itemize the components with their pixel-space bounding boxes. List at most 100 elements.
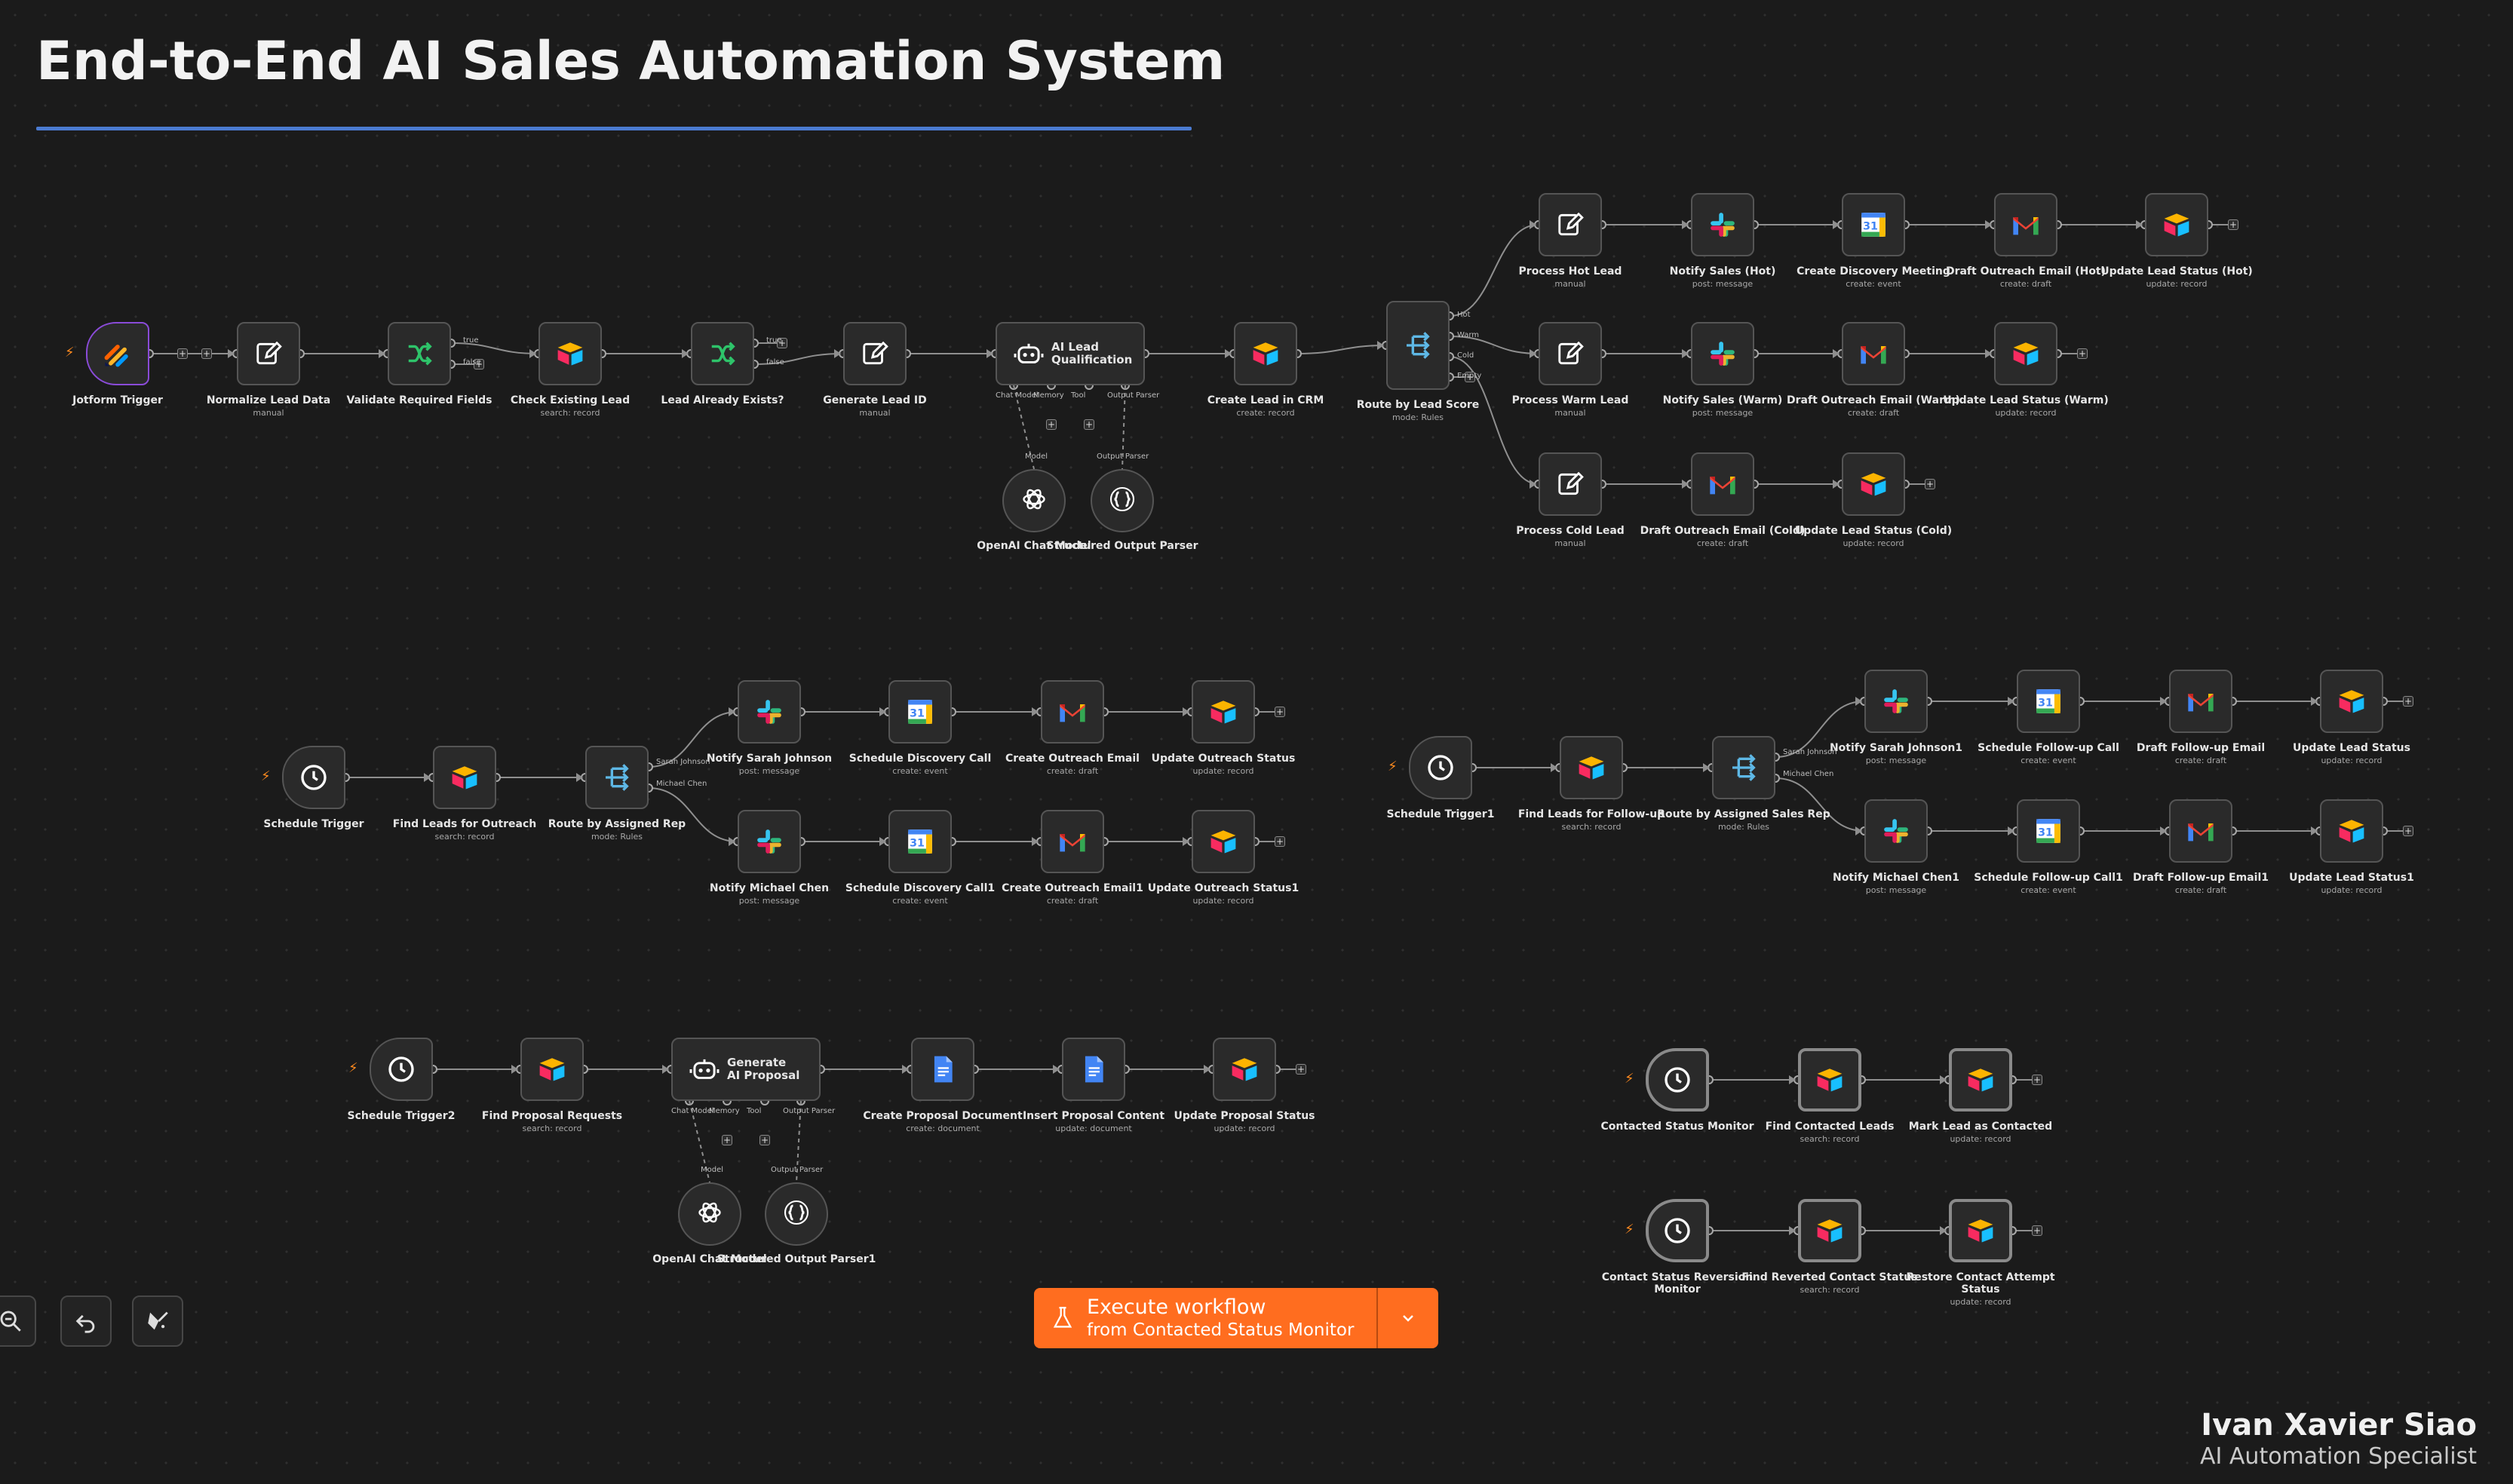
- add-node-button[interactable]: +: [1046, 419, 1057, 430]
- node-contactMon[interactable]: [1646, 1048, 1709, 1111]
- node-notMike[interactable]: [738, 810, 801, 873]
- node-markContacted[interactable]: [1949, 1048, 2012, 1111]
- node-notSarah[interactable]: [738, 680, 801, 744]
- tidy-up-button[interactable]: [132, 1295, 183, 1347]
- node-fuCall1[interactable]: 31: [2017, 799, 2080, 863]
- node-label-text: Notify Sales (Hot): [1669, 265, 1776, 277]
- node-parser2[interactable]: [765, 1182, 828, 1246]
- node-updLead1[interactable]: [2320, 799, 2383, 863]
- node-label: Lead Already Exists?: [632, 394, 813, 406]
- node-procCold[interactable]: [1539, 452, 1602, 516]
- node-findProp[interactable]: [520, 1038, 584, 1101]
- node-subtitle: create: record: [1236, 408, 1295, 418]
- connection: [450, 342, 539, 354]
- node-label-text: Schedule Trigger2: [347, 1110, 456, 1122]
- node-findContacted[interactable]: [1798, 1048, 1861, 1111]
- node-draftCold[interactable]: [1691, 452, 1754, 516]
- add-node-button[interactable]: +: [2077, 348, 2088, 359]
- node-restore[interactable]: [1949, 1199, 2012, 1262]
- add-node-button[interactable]: +: [777, 338, 787, 348]
- node-meeting[interactable]: 31: [1842, 193, 1905, 256]
- node-label-text: Process Cold Lead: [1516, 525, 1625, 537]
- trigger-bolt-icon: ⚡: [1625, 1071, 1634, 1087]
- node-createEmail[interactable]: [1041, 680, 1104, 744]
- node-notMike1[interactable]: [1864, 799, 1928, 863]
- add-node-button[interactable]: +: [2403, 826, 2413, 836]
- add-node-button[interactable]: +: [1925, 479, 1935, 489]
- node-updCold[interactable]: [1842, 452, 1905, 516]
- node-openai1[interactable]: [1002, 469, 1066, 532]
- node-findReverted[interactable]: [1798, 1199, 1861, 1262]
- node-draftHot[interactable]: [1994, 193, 2057, 256]
- add-node-button[interactable]: +: [1275, 707, 1285, 717]
- add-node-button[interactable]: +: [1296, 1064, 1306, 1075]
- node-label-text: Update Lead Status: [2293, 742, 2410, 754]
- add-node-button[interactable]: +: [1465, 372, 1475, 382]
- execute-dropdown[interactable]: [1376, 1288, 1438, 1348]
- execute-main[interactable]: Execute workflow from Contacted Status M…: [1034, 1288, 1376, 1348]
- node-exists[interactable]: [691, 322, 754, 385]
- node-jotform[interactable]: [86, 322, 149, 385]
- node-routeSales[interactable]: [1712, 736, 1775, 799]
- node-agent1[interactable]: AI Lead Qualification: [996, 322, 1145, 385]
- node-parser1[interactable]: [1091, 469, 1154, 532]
- node-createDoc[interactable]: [911, 1038, 974, 1101]
- airtable-icon: [2337, 817, 2367, 845]
- node-procWarm[interactable]: [1539, 322, 1602, 385]
- execute-workflow-button[interactable]: Execute workflow from Contacted Status M…: [1034, 1288, 1438, 1348]
- node-fuEmail[interactable]: [2169, 670, 2232, 733]
- add-node-button[interactable]: +: [722, 1135, 732, 1145]
- node-notifyWarm[interactable]: [1691, 322, 1754, 385]
- node-updWarm[interactable]: [1994, 322, 2057, 385]
- add-node-button[interactable]: +: [2032, 1075, 2042, 1085]
- node-normalize[interactable]: [237, 322, 300, 385]
- node-routeRep[interactable]: [585, 746, 649, 809]
- node-insertDoc[interactable]: [1062, 1038, 1125, 1101]
- node-label: Draft Outreach Email (Hot)create: draft: [1935, 265, 2116, 290]
- node-notSarah1[interactable]: [1864, 670, 1928, 733]
- node-procHot[interactable]: [1539, 193, 1602, 256]
- zoom-out-button[interactable]: [0, 1295, 36, 1347]
- node-findOut[interactable]: [433, 746, 496, 809]
- add-node-button[interactable]: +: [1084, 419, 1094, 430]
- add-node-button[interactable]: +: [2032, 1225, 2042, 1236]
- node-schedCall1[interactable]: 31: [888, 810, 952, 873]
- add-node-button[interactable]: +: [201, 348, 212, 359]
- arrow-head: [834, 349, 841, 358]
- add-node-button[interactable]: +: [474, 359, 484, 369]
- undo-button[interactable]: [60, 1295, 112, 1347]
- node-updHot[interactable]: [2145, 193, 2208, 256]
- add-node-button[interactable]: +: [1275, 836, 1285, 847]
- node-updOut1[interactable]: [1192, 810, 1255, 873]
- node-updOut[interactable]: [1192, 680, 1255, 744]
- node-schedCall[interactable]: 31: [888, 680, 952, 744]
- node-sched1[interactable]: [1409, 736, 1472, 799]
- node-createEmail1[interactable]: [1041, 810, 1104, 873]
- arrow-head: [1789, 1226, 1796, 1235]
- node-genId[interactable]: [843, 322, 907, 385]
- node-fuCall[interactable]: 31: [2017, 670, 2080, 733]
- node-updLead[interactable]: [2320, 670, 2383, 733]
- add-node-button[interactable]: +: [759, 1135, 770, 1145]
- node-createCrm[interactable]: [1234, 322, 1297, 385]
- add-node-button[interactable]: +: [2228, 219, 2238, 230]
- node-checkLead[interactable]: [538, 322, 602, 385]
- node-agent2[interactable]: Generate AI Proposal: [671, 1038, 821, 1101]
- node-notifyHot[interactable]: [1691, 193, 1754, 256]
- node-findFu[interactable]: [1560, 736, 1623, 799]
- node-subtitle: search: record: [434, 832, 495, 842]
- node-sched2[interactable]: [370, 1038, 433, 1101]
- node-sched[interactable]: [282, 746, 345, 809]
- calendar-icon: 31: [2034, 687, 2063, 716]
- node-validate[interactable]: [388, 322, 451, 385]
- node-fuEmail1[interactable]: [2169, 799, 2232, 863]
- add-node-button[interactable]: +: [177, 348, 188, 359]
- node-updProp[interactable]: [1213, 1038, 1276, 1101]
- node-openai2[interactable]: [678, 1182, 741, 1246]
- node-routeScore[interactable]: [1386, 301, 1450, 390]
- node-draftWarm[interactable]: [1842, 322, 1905, 385]
- add-node-button[interactable]: +: [2403, 696, 2413, 707]
- node-label: Notify Sales (Warm)post: message: [1632, 394, 1813, 419]
- node-revMon[interactable]: [1646, 1199, 1709, 1262]
